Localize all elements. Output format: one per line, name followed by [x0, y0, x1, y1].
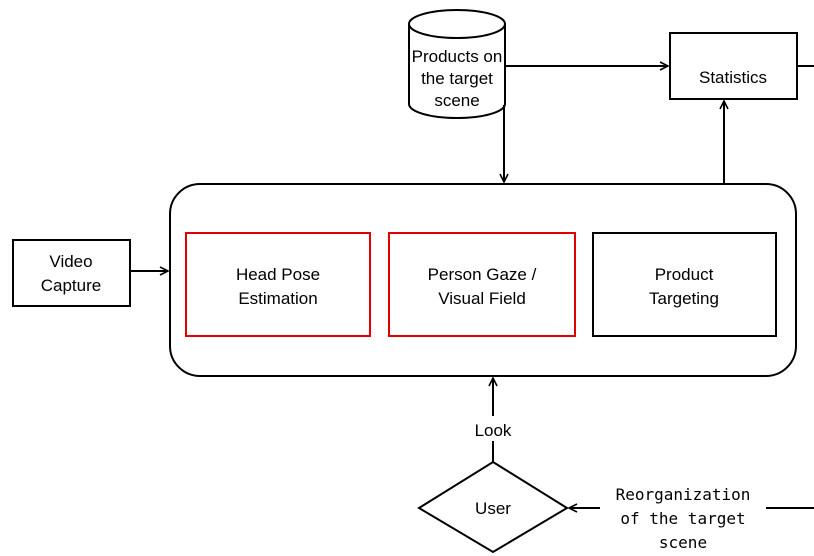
reorganization-label-line3: scene [659, 533, 707, 552]
reorganization-label-line1: Reorganization [616, 485, 751, 504]
product-targeting-node: Product Targeting [592, 232, 777, 337]
person-gaze-box [388, 232, 576, 337]
product-targeting-box [592, 232, 777, 337]
statistics-label: Statistics [699, 68, 767, 87]
reorganization-label-line2: of the target [620, 509, 745, 528]
person-gaze-label-line2: Visual Field [438, 289, 526, 308]
user-node: User [417, 460, 569, 554]
products-database-label-line3: scene [434, 91, 479, 110]
video-capture-node: Video Capture [12, 239, 131, 307]
product-targeting-label-line2: Targeting [649, 289, 719, 308]
user-label: User [475, 499, 511, 518]
look-edge-label: Look [475, 421, 512, 440]
database-cylinder-body [408, 24, 506, 119]
head-pose-estimation-label-line2: Estimation [238, 289, 317, 308]
database-cylinder-top [408, 9, 506, 39]
statistics-node: Statistics [669, 32, 798, 100]
video-capture-box [12, 239, 131, 307]
products-database-label-line1: Products on [412, 47, 503, 66]
person-gaze-node: Person Gaze / Visual Field [388, 232, 576, 337]
head-pose-estimation-label-line1: Head Pose [236, 265, 320, 284]
products-database-label-line2: the target [421, 69, 493, 88]
user-diamond [417, 460, 569, 554]
statistics-box [669, 32, 798, 100]
head-pose-estimation-box [185, 232, 371, 337]
head-pose-estimation-node: Head Pose Estimation [185, 232, 371, 337]
video-capture-label-line2: Capture [41, 276, 101, 295]
products-database-node: Products on the target scene [408, 9, 506, 119]
video-capture-label-line1: Video [49, 252, 92, 271]
person-gaze-label-line1: Person Gaze / [428, 265, 537, 284]
product-targeting-label-line1: Product [655, 265, 714, 284]
